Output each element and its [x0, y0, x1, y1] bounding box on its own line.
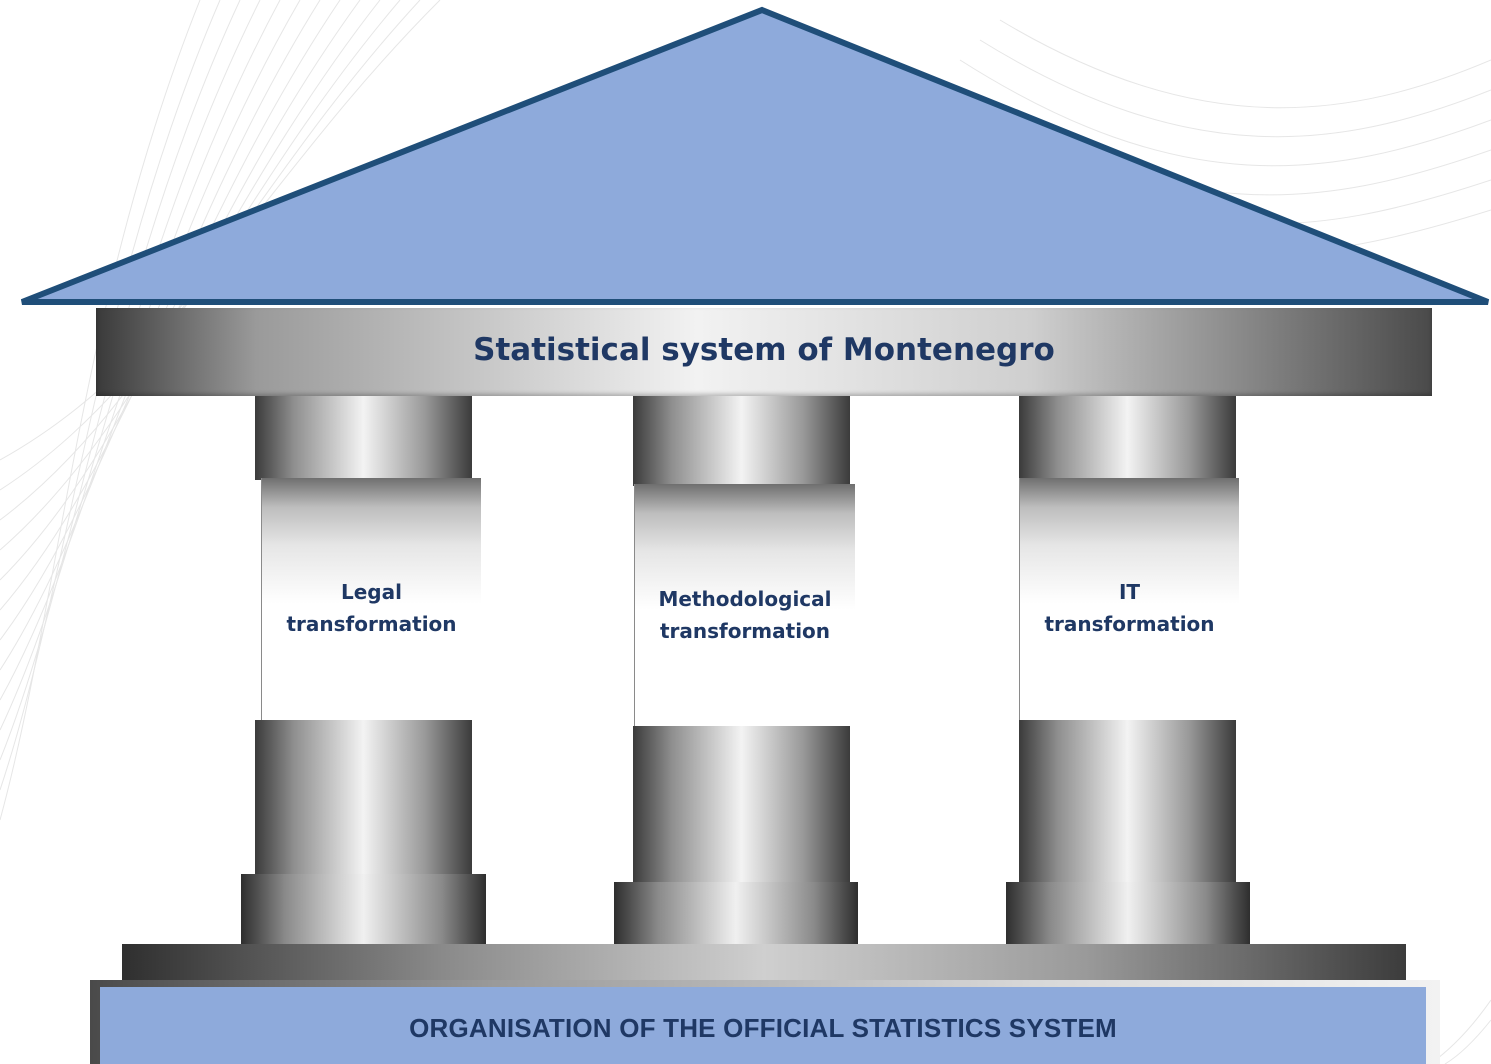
pillar-it-label-line2: transformation — [1044, 612, 1215, 636]
pillar-legal-capital — [255, 396, 472, 480]
pillar-it-label: IT transformation — [1020, 576, 1239, 640]
pillar-methodological-label-line2: transformation — [659, 619, 831, 643]
system-title: Statistical system of Montenegro — [473, 332, 1055, 368]
pillar-it-label-panel: IT transformation — [1019, 478, 1239, 720]
foundation-block: ORGANISATION OF THE OFFICIAL STATISTICS … — [100, 987, 1426, 1064]
pillar-legal-plinth — [241, 874, 486, 946]
pillar-methodological-label-panel: Methodological transformation — [634, 484, 855, 726]
pillar-methodological-plinth — [614, 882, 858, 954]
pillar-it-label-line1: IT — [1118, 580, 1141, 604]
pillar-legal-label-panel: Legal transformation — [261, 478, 481, 720]
pillar-methodological-shaft — [633, 726, 850, 884]
pillar-legal-shaft — [255, 720, 472, 876]
pillar-legal-label: Legal transformation — [262, 576, 481, 640]
entablature-beam: Statistical system of Montenegro — [96, 308, 1432, 396]
roof-triangle — [20, 6, 1490, 305]
pillar-legal-label-line1: Legal — [341, 580, 402, 604]
pillar-methodological-capital — [633, 396, 850, 486]
pillar-methodological-label: Methodological transformation — [635, 583, 855, 647]
foundation-label: ORGANISATION OF THE OFFICIAL STATISTICS … — [409, 1013, 1117, 1043]
pillar-legal-label-line2: transformation — [286, 612, 457, 636]
pillar-it-shaft — [1019, 720, 1236, 884]
base-slab — [122, 944, 1406, 980]
pillar-it-plinth — [1006, 882, 1250, 954]
pillar-it-capital — [1019, 396, 1236, 480]
pillar-methodological-label-line1: Methodological — [658, 587, 832, 611]
roof — [20, 6, 1490, 305]
